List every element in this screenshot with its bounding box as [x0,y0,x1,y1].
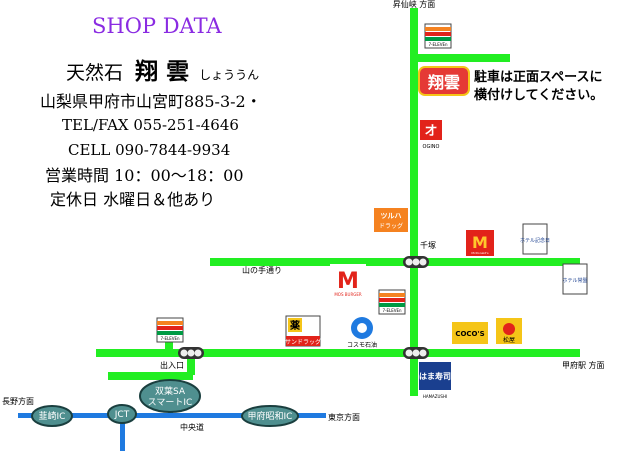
traffic-light-south-east [403,347,429,359]
svg-text:オ: オ [424,124,437,139]
svg-text:OGINO: OGINO [423,144,440,150]
ic-sa-line1: 双葉SA [155,385,186,397]
parking-note-line2: 横付けしてください。 [474,87,603,103]
shop-closed: 定休日 水曜日＆他あり [50,190,216,209]
seven-eleven-north-icon: 7-ELEVEn [424,23,452,49]
matsuya-icon: 松屋 [496,318,522,344]
mos-burger-icon: M MOS BURGER [330,264,366,298]
traffic-light-south-west [178,347,204,359]
landmarks: 7-ELEVEn オ OGINO ツルハ ドラッグ M McDonald's ホ… [156,23,588,399]
ic-nirasaki-label: 韮崎IC [39,410,66,422]
ic-jct [107,404,137,424]
hamazushi-icon: はま寿司 HAMAZUSHI [419,362,451,399]
dir-west: 長野方面 [2,396,34,406]
ic-jct-label: JCT [114,410,130,420]
road-to-shop [414,54,510,62]
junction-senzuka-label: 千塚 [420,240,436,250]
road-entrance [108,372,193,380]
svg-text:7-ELEVEn: 7-ELEVEn [428,42,448,47]
svg-text:ホテル常盤: ホテル常盤 [562,277,587,284]
local-roads [96,8,580,396]
seven-eleven-middle-icon: 7-ELEVEn [378,289,406,315]
traffic-light-senzuka [403,256,429,268]
shop-name-kana: しょううん [199,68,260,82]
seven-eleven-west-icon: 7-ELEVEn [156,317,184,343]
shop-marker: 翔雲 駐車は正面スペースに 横付けしてください。 [418,66,603,103]
ic-nirasaki [31,405,73,427]
ic-futaba-sa [139,379,201,413]
ic-kofu-showa [241,405,299,427]
svg-text:ドラッグ: ドラッグ [379,222,403,230]
road-west-branch [165,335,173,355]
interchanges: 韮崎IC JCT 双葉SA スマートIC 甲府昭和IC [31,379,299,427]
shop-name: 天然石 翔 雲 しょううん [66,52,259,86]
svg-text:M: M [337,269,359,294]
expressway-branch [120,413,125,451]
road-south [96,349,580,357]
dir-north: 昇仙峡 方面 [393,0,436,9]
svg-text:松屋: 松屋 [503,336,515,344]
svg-text:MOS BURGER: MOS BURGER [334,292,361,297]
svg-text:M: M [472,233,488,252]
svg-text:薬: 薬 [289,319,301,332]
road-yamanote-label: 山の手通り [242,265,282,275]
ogino-icon: オ OGINO [420,120,442,150]
hotel-kinenbi-icon: ホテル記念日 [520,223,550,255]
hotel-tokiwa-icon: ホテル常盤 [562,263,588,295]
svg-text:ツルハ: ツルハ [381,212,402,220]
svg-text:コスモ石油: コスモ石油 [347,341,377,349]
shop-name-prefix: 天然石 [66,62,124,84]
road-entrance-link [187,353,195,375]
road-north-south [410,8,418,396]
svg-text:HAMAZUSHI: HAMAZUSHI [423,394,447,399]
shop-heading: SHOP DATA [92,14,222,38]
shop-hours: 営業時間 10：00〜18：00 [45,166,244,185]
svg-text:7-ELEVEn: 7-ELEVEn [382,308,402,313]
svg-text:サンドラッグ: サンドラッグ [285,338,321,346]
cocos-icon: COCO'S [452,322,488,344]
shop-logo-box [418,66,470,96]
traffic-lights [178,256,429,359]
shop-tel-fax: TEL/FAX 055-251-4646 [62,116,239,134]
shop-logo-text: 翔雲 [427,73,460,92]
road-yamanote [210,258,580,266]
ic-kofu-showa-label: 甲府昭和IC [248,410,293,422]
tsuruha-drug-icon: ツルハ ドラッグ [374,208,408,232]
map-labels: 昇仙峡 方面 長野方面 東京方面 甲府駅 方面 山の手通り 千塚 中央道 出入口 [2,0,605,432]
mcdonalds-icon: M McDonald's [466,230,494,256]
entrance-label: 出入口 [160,360,184,370]
shop-address: 山梨県甲府市山宮町885-3-2・ [40,92,262,111]
shop-cell: CELL 090-7844-9934 [68,141,231,159]
highway-name-label: 中央道 [180,422,204,432]
sun-drug-icon: 薬 サンドラッグ [285,315,321,347]
parking-note-line1: 駐車は正面スペースに [474,69,602,85]
svg-text:COCO'S: COCO'S [455,330,484,338]
cosmo-oil-icon: コスモ石油 [347,317,377,349]
svg-text:McDonald's: McDonald's [471,251,489,255]
ic-sa-line2: スマートIC [148,398,193,408]
dir-east: 東京方面 [328,412,360,422]
dir-kofu-station: 甲府駅 方面 [562,360,605,370]
svg-text:ホテル記念日: ホテル記念日 [520,237,550,244]
svg-text:7-ELEVEn: 7-ELEVEn [160,336,180,341]
shop-info: SHOP DATA 天然石 翔 雲 しょううん 山梨県甲府市山宮町885-3-2… [0,0,330,230]
shop-name-main: 翔 雲 [135,58,190,85]
svg-text:はま寿司: はま寿司 [419,371,451,381]
